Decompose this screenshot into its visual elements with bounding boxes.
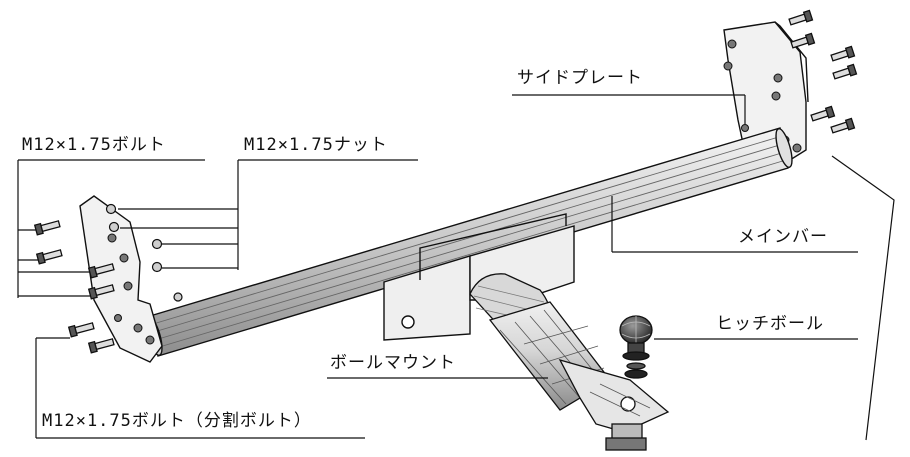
main-bar bbox=[145, 127, 793, 357]
label-main-bar: メインバー bbox=[738, 227, 828, 247]
side-plate-left bbox=[79, 195, 163, 363]
label-bolt-split: M12×1.75ボルト（分割ボルト） bbox=[42, 411, 312, 431]
label-side-plate: サイドプレート bbox=[517, 68, 643, 88]
ball-mount bbox=[469, 273, 670, 451]
label-bolt-top: M12×1.75ボルト bbox=[22, 135, 166, 155]
left-nuts bbox=[105, 203, 183, 302]
right-bolts bbox=[788, 9, 858, 134]
label-nut: M12×1.75ナット bbox=[244, 135, 388, 155]
left-bolts bbox=[33, 220, 115, 354]
label-ball-mount: ボールマウント bbox=[330, 353, 456, 373]
label-hitch-ball: ヒッチボール bbox=[716, 314, 824, 334]
hitch-ball bbox=[619, 315, 653, 379]
side-plate-right bbox=[723, 21, 809, 161]
leader-lines bbox=[17, 94, 895, 441]
